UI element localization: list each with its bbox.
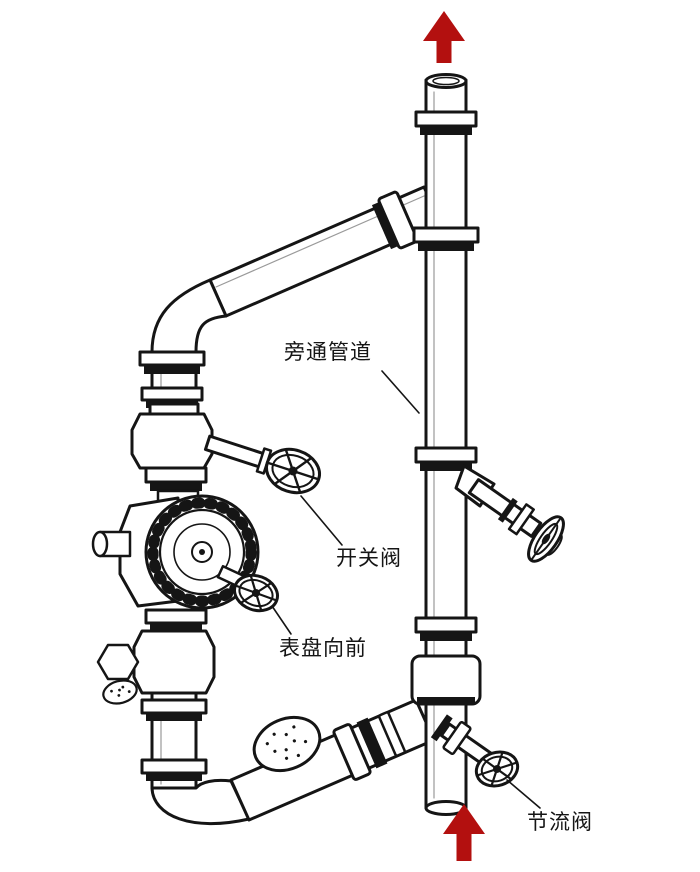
strainer-cap [252, 715, 322, 773]
gauge-side-mount [91, 530, 132, 558]
upper-elbow [150, 278, 228, 354]
switch-valve-handwheel [265, 447, 321, 495]
diagonal-pipe-coupling [371, 190, 419, 250]
diagonal-pipe [208, 185, 442, 318]
pipe-coupling-4 [414, 616, 478, 641]
switch-valve-leader [300, 495, 343, 546]
pipe-coupling-2 [412, 226, 480, 251]
dial-forward-leader [271, 605, 292, 635]
bottom-pipe-run [229, 698, 436, 822]
pipe-top-opening [424, 73, 468, 89]
flow-arrows [423, 11, 485, 861]
switch-valve [130, 402, 321, 495]
bypass-pipe-label: 旁通管道 [284, 341, 372, 364]
left-pipe-lower [140, 691, 251, 826]
lower-union-body [96, 608, 216, 705]
bypass-pipe [410, 73, 482, 816]
throttle-valve-handwheel [474, 750, 520, 788]
hex-nut [96, 643, 140, 681]
bottom-tee-fitting [410, 654, 482, 706]
dial-forward-label: 表盘向前 [279, 637, 367, 660]
switch-valve-stem [203, 434, 275, 475]
switch-valve-label: 开关阀 [336, 547, 402, 570]
right-side-valve [454, 464, 565, 563]
right-side-valve-handwheel [527, 515, 565, 563]
gauge-handwheel [233, 573, 279, 613]
stippled-fitting [102, 679, 138, 705]
outlet-flow-arrow-up [423, 11, 465, 63]
bypass-pipe-leader [381, 370, 420, 414]
leader-lines [271, 370, 541, 809]
throttle-valve-label: 节流阀 [527, 811, 593, 834]
throttle-valve [430, 714, 520, 788]
inlet-flow-arrow-up [443, 804, 485, 861]
throttle-valve-leader [506, 779, 541, 809]
pipe-coupling-1 [414, 110, 478, 135]
pressure-gauge [91, 489, 279, 613]
bottom-pipe-union [332, 711, 406, 781]
pipe-coupling-3 [414, 446, 478, 471]
